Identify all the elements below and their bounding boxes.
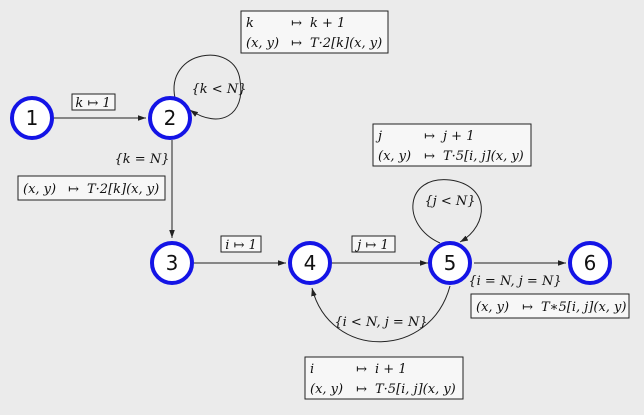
assign-box-5-6: (x, y) ↦ T∗5[i, j](x, y)	[470, 293, 630, 319]
svg-text:T·5[i, j](x, y): T·5[i, j](x, y)	[375, 382, 456, 397]
svg-text:↦: ↦	[522, 300, 533, 315]
edge-label-3-4: i ↦ 1	[220, 235, 262, 253]
edge-5-4	[311, 285, 451, 343]
svg-text:T·2[k](x, y): T·2[k](x, y)	[87, 182, 159, 197]
svg-text:(x, y): (x, y)	[476, 300, 509, 315]
svg-text:↦: ↦	[291, 16, 302, 31]
loop-2	[173, 54, 242, 120]
edge-label-1-2: k ↦ 1	[71, 93, 116, 111]
node-5[interactable]: 5	[428, 241, 472, 285]
svg-text:↦: ↦	[356, 362, 367, 377]
svg-text:k ↦ 1: k ↦ 1	[75, 96, 110, 111]
node-4[interactable]: 4	[288, 241, 332, 285]
svg-text:(x, y): (x, y)	[310, 382, 343, 397]
svg-text:↦: ↦	[424, 129, 435, 144]
assign-box-loop-5: j ↦ j + 1 (x, y) ↦ T·5[i, j](x, y)	[372, 123, 532, 167]
svg-text:i ↦ 1: i ↦ 1	[225, 238, 257, 253]
guard-5-4: {i < N, j = N}	[334, 315, 427, 330]
svg-text:2: 2	[164, 106, 177, 130]
svg-text:j ↦ 1: j ↦ 1	[354, 238, 388, 253]
assign-box-5-4: i ↦ i + 1 (x, y) ↦ T·5[i, j](x, y)	[304, 356, 464, 400]
guard-loop-5: {j < N}	[424, 194, 475, 209]
guard-2-3: {k = N}	[115, 152, 170, 167]
guard-loop-2: {k < N}	[192, 82, 247, 97]
node-6[interactable]: 6	[568, 241, 612, 285]
svg-text:4: 4	[304, 251, 317, 275]
node-3[interactable]: 3	[150, 241, 194, 285]
loop-5	[412, 179, 482, 244]
assign-box-loop-2: k ↦ k + 1 (x, y) ↦ T·2[k](x, y)	[240, 10, 389, 54]
svg-text:k + 1: k + 1	[310, 16, 345, 31]
svg-text:k: k	[246, 16, 254, 31]
svg-text:(x, y): (x, y)	[23, 182, 56, 197]
edge-label-4-5: j ↦ 1	[351, 235, 396, 253]
svg-text:T∗5[i, j](x, y): T∗5[i, j](x, y)	[541, 300, 626, 315]
svg-text:T·5[i, j](x, y): T·5[i, j](x, y)	[443, 149, 524, 164]
guard-5-6: {i = N, j = N}	[468, 274, 561, 289]
svg-text:(x, y): (x, y)	[378, 149, 411, 164]
svg-text:3: 3	[166, 251, 179, 275]
svg-text:1: 1	[26, 106, 39, 130]
svg-text:j: j	[375, 129, 382, 144]
svg-text:(x, y): (x, y)	[246, 36, 279, 51]
svg-text:T·2[k](x, y): T·2[k](x, y)	[310, 36, 382, 51]
svg-text:↦: ↦	[68, 182, 79, 197]
svg-text:↦: ↦	[291, 36, 302, 51]
svg-text:i: i	[310, 362, 314, 377]
svg-text:5: 5	[444, 251, 457, 275]
svg-text:6: 6	[584, 251, 597, 275]
svg-text:i + 1: i + 1	[375, 362, 407, 377]
assign-box-2-3: (x, y) ↦ T·2[k](x, y)	[17, 175, 166, 201]
svg-text:j + 1: j + 1	[440, 129, 474, 144]
svg-text:↦: ↦	[424, 149, 435, 164]
node-2[interactable]: 2	[148, 96, 192, 140]
svg-text:↦: ↦	[356, 382, 367, 397]
node-1[interactable]: 1	[10, 96, 54, 140]
